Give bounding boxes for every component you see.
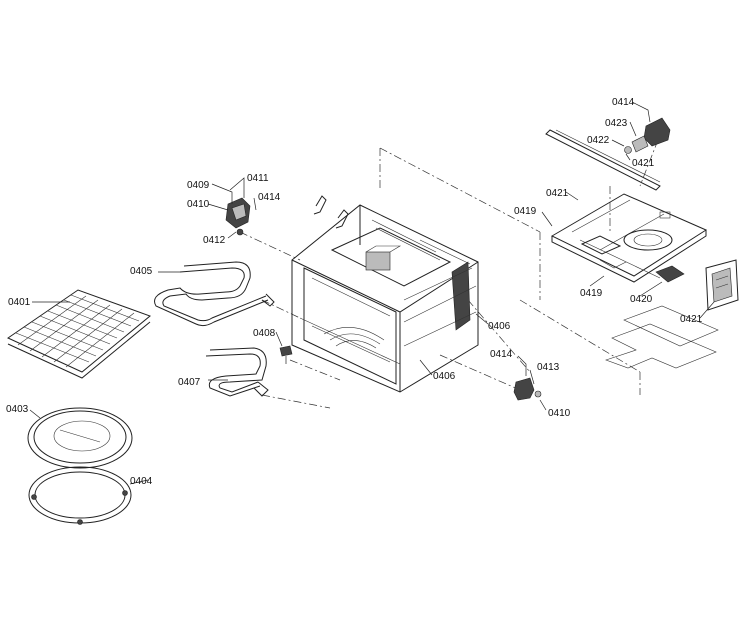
label-0413: 0413 [537, 362, 560, 373]
label-0412: 0412 [203, 235, 226, 246]
label-0401: 0401 [8, 297, 31, 308]
label-0410-left: 0410 [187, 199, 210, 210]
label-0421-left: 0421 [546, 188, 569, 199]
label-0423: 0423 [605, 118, 628, 129]
oven-cavity [291, 195, 479, 393]
label-0409: 0409 [187, 180, 210, 191]
control-chip [655, 265, 685, 283]
label-0408: 0408 [253, 328, 276, 339]
label-0410-right: 0410 [548, 408, 571, 419]
motor-assembly [624, 117, 671, 154]
label-0414-top: 0414 [612, 97, 635, 108]
top-plate-assembly [550, 193, 708, 283]
label-0420: 0420 [630, 294, 653, 305]
label-0405: 0405 [130, 266, 153, 277]
label-0406-upper: 0406 [488, 321, 511, 332]
label-0421-top: 0421 [632, 158, 655, 169]
label-0406-lower: 0406 [433, 371, 456, 382]
label-0411: 0411 [247, 173, 269, 184]
lower-heating-element [205, 347, 269, 397]
turntable-tray [27, 407, 133, 469]
leader-lines [29, 101, 715, 485]
right-bracket-assembly [513, 377, 542, 401]
roller-ring [28, 466, 132, 525]
part-labels: 0401 0403 0404 0405 0406 0406 0407 0408 … [6, 97, 703, 487]
bottom-panels [605, 305, 719, 369]
sensor-part [279, 345, 293, 364]
side-bracket [705, 259, 739, 311]
top-rail [545, 129, 661, 191]
label-0414-right: 0414 [490, 349, 513, 360]
label-0403: 0403 [6, 404, 29, 415]
label-0419-lower: 0419 [580, 288, 603, 299]
upper-heating-element [154, 261, 275, 327]
oven-rack [6, 289, 151, 379]
assembly-guide-lines [239, 139, 659, 409]
label-0407: 0407 [178, 377, 201, 388]
label-0421-right: 0421 [680, 314, 703, 325]
left-bracket-assembly [225, 197, 251, 236]
label-0419-upper: 0419 [514, 206, 537, 217]
label-0404: 0404 [130, 476, 153, 487]
label-0414-left: 0414 [258, 192, 281, 203]
label-0422: 0422 [587, 135, 610, 146]
